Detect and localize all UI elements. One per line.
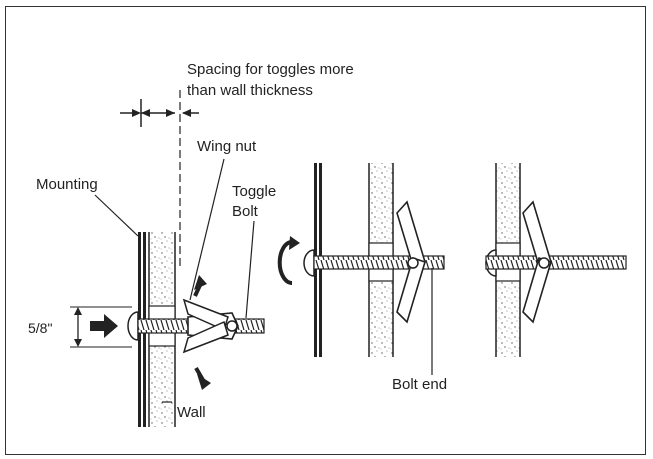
toggle-label-line1: Toggle — [232, 183, 276, 200]
push-arrow-icon — [90, 314, 118, 338]
dimension-label: 5/8" — [28, 320, 52, 336]
wall-label: Wall — [177, 404, 206, 421]
rotate-arrow-icon — [277, 236, 300, 285]
toggle-bolt-leader — [245, 220, 255, 319]
spacing-label-line1: Spacing for toggles more — [187, 61, 354, 78]
dimension-5-8 — [70, 306, 132, 348]
spacing-dimension — [120, 90, 199, 268]
toggle-bolt-3 — [485, 200, 627, 324]
toggle-label-line2: Bolt — [232, 203, 259, 220]
wing-nut-leader — [189, 158, 225, 301]
spacing-label-line2: than wall thickness — [187, 82, 313, 99]
mounting-label: Mounting — [36, 176, 98, 193]
mounting-leader — [94, 194, 139, 237]
toggle-bolt-1 — [127, 275, 265, 390]
wing-nut-label: Wing nut — [197, 138, 257, 155]
bolt-end-label: Bolt end — [392, 376, 447, 393]
toggle-bolt-2 — [303, 200, 445, 324]
